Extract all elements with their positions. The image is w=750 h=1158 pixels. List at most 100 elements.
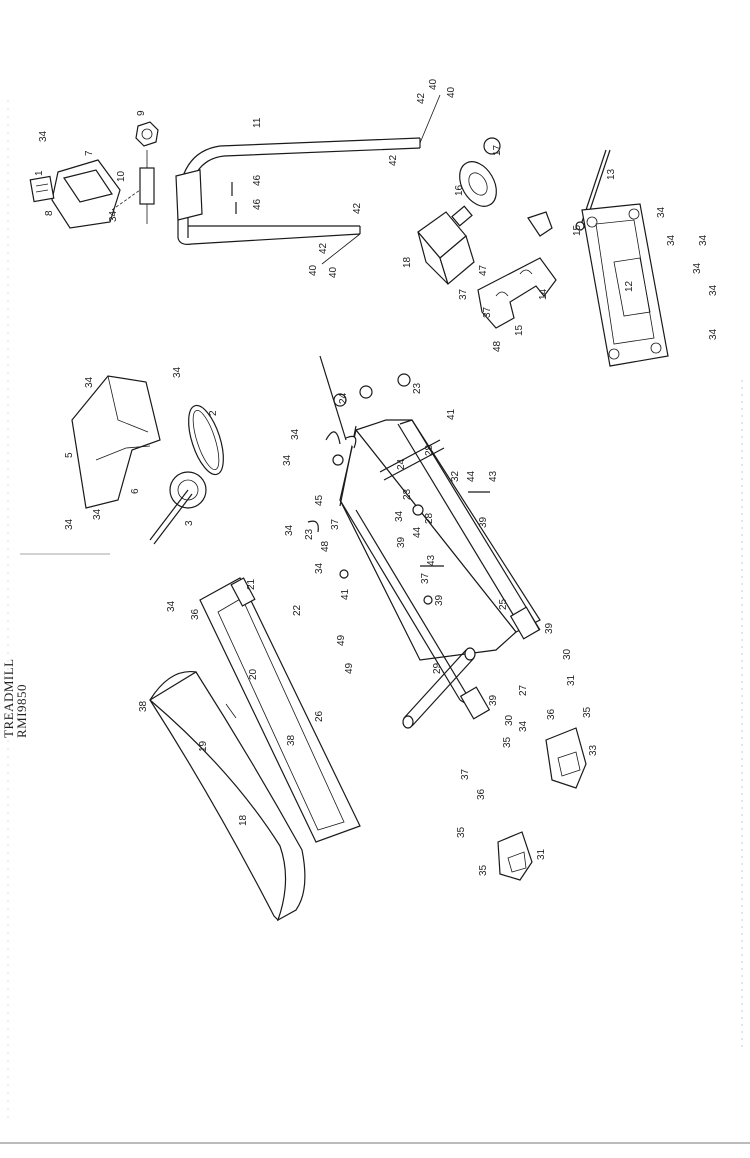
callout-c31: 47 (478, 264, 489, 276)
callout-c87: 35 (582, 706, 593, 718)
callout-c82: 30 (562, 648, 573, 660)
callout-c36: 34 (172, 366, 183, 378)
hardware-cluster (307, 355, 490, 605)
drive-belt (188, 404, 224, 476)
callout-c91: 35 (502, 736, 513, 748)
callout-c3: 8 (44, 210, 55, 216)
callout-c78: 19 (198, 740, 209, 752)
callout-c1: 34 (38, 130, 49, 142)
callout-c97: 34 (92, 508, 103, 520)
callout-c89: 36 (546, 708, 557, 720)
callout-c17: 40 (328, 266, 339, 278)
callout-c75: 26 (314, 710, 325, 722)
callout-c81: 39 (544, 622, 555, 634)
callout-c47: 23 (402, 488, 413, 500)
cross-tube (379, 439, 445, 481)
callout-c86: 30 (504, 714, 515, 726)
callout-c33: 37 (482, 306, 493, 318)
callout-c58: 34 (284, 524, 295, 536)
callout-c19: 16 (454, 184, 465, 196)
callout-c46: 24 (396, 458, 407, 470)
callout-c60: 37 (330, 518, 341, 530)
callout-c11: 40 (428, 78, 439, 90)
callout-c98: 34 (166, 600, 177, 612)
callout-c6: 10 (116, 170, 127, 182)
callout-c59: 23 (304, 528, 315, 540)
callout-c85: 27 (518, 684, 529, 696)
callout-c95: 35 (478, 864, 489, 876)
callout-c30: 15 (514, 324, 525, 336)
callout-c50: 32 (450, 470, 461, 482)
callout-c29: 15 (572, 224, 583, 236)
callout-c44: 41 (446, 408, 457, 420)
callout-c64: 43 (426, 554, 437, 566)
callout-c32: 37 (458, 288, 469, 300)
callout-c61: 48 (320, 540, 331, 552)
callout-c4: 34 (108, 210, 119, 222)
front-roller (149, 471, 207, 545)
motor-cover (71, 375, 161, 509)
rear-foot (545, 727, 587, 789)
callout-c100: 1 (34, 170, 45, 176)
callout-c42: 24 (338, 392, 349, 404)
callout-c41: 34 (64, 518, 75, 530)
handrail-frame (175, 94, 441, 265)
callout-c72: 49 (336, 634, 347, 646)
rear-roller (402, 647, 476, 729)
callout-c13: 42 (388, 154, 399, 166)
callout-c14: 42 (352, 202, 363, 214)
callout-c73: 49 (344, 662, 355, 674)
callout-c15: 42 (318, 242, 329, 254)
callout-c24: 34 (698, 234, 709, 246)
callout-c40: 3 (184, 520, 195, 526)
callout-c23: 34 (666, 234, 677, 246)
callout-c57: 45 (314, 494, 325, 506)
callout-c10: 42 (416, 92, 427, 104)
callout-c77: 38 (286, 734, 297, 746)
bolt-set (231, 182, 237, 214)
callout-c45: 34 (290, 428, 301, 440)
callout-c70: 36 (190, 608, 201, 620)
side-rail (199, 577, 361, 843)
callout-c8: 46 (252, 198, 263, 210)
callout-c67: 37 (420, 572, 431, 584)
callout-c79: 18 (238, 814, 249, 826)
callout-c99: 12 (624, 280, 635, 292)
callout-c48: 34 (282, 454, 293, 466)
callout-c38: 2 (208, 410, 219, 416)
callout-c83: 31 (566, 674, 577, 686)
callout-c56: 39 (478, 516, 489, 528)
callout-c12: 40 (446, 86, 457, 98)
callout-labels: 34 7 8 34 9 10 46 46 11 42 40 40 42 42 4… (34, 78, 719, 876)
callout-c28: 14 (538, 288, 549, 300)
control-console (29, 159, 121, 229)
callout-c20: 18 (402, 256, 413, 268)
callout-c21: 13 (606, 168, 617, 180)
callout-c71: 22 (292, 604, 303, 616)
callout-c54: 25 (498, 598, 509, 610)
callout-c68: 39 (434, 594, 445, 606)
callout-c69: 21 (246, 578, 257, 590)
callout-c18: 17 (492, 144, 503, 156)
callout-c7: 46 (252, 174, 263, 186)
callout-c52: 43 (488, 470, 499, 482)
callout-c9: 11 (252, 117, 263, 128)
callout-c43: 23 (412, 382, 423, 394)
callout-c96: 31 (536, 848, 547, 860)
callout-c49: 28 (424, 444, 435, 456)
callout-c88: 34 (518, 720, 529, 732)
main-frame (339, 419, 541, 720)
flywheel-pulley (459, 137, 501, 207)
callout-c22: 34 (656, 206, 667, 218)
callout-c80: 29 (432, 662, 443, 674)
callout-c34: 48 (492, 340, 503, 352)
motor-mount-bracket (477, 211, 557, 329)
callout-c55: 28 (424, 512, 435, 524)
callout-c51: 44 (466, 470, 477, 482)
callout-c39: 6 (130, 488, 141, 494)
callout-c76: 38 (138, 700, 149, 712)
callout-c92: 37 (460, 768, 471, 780)
callout-c26: 34 (708, 284, 719, 296)
